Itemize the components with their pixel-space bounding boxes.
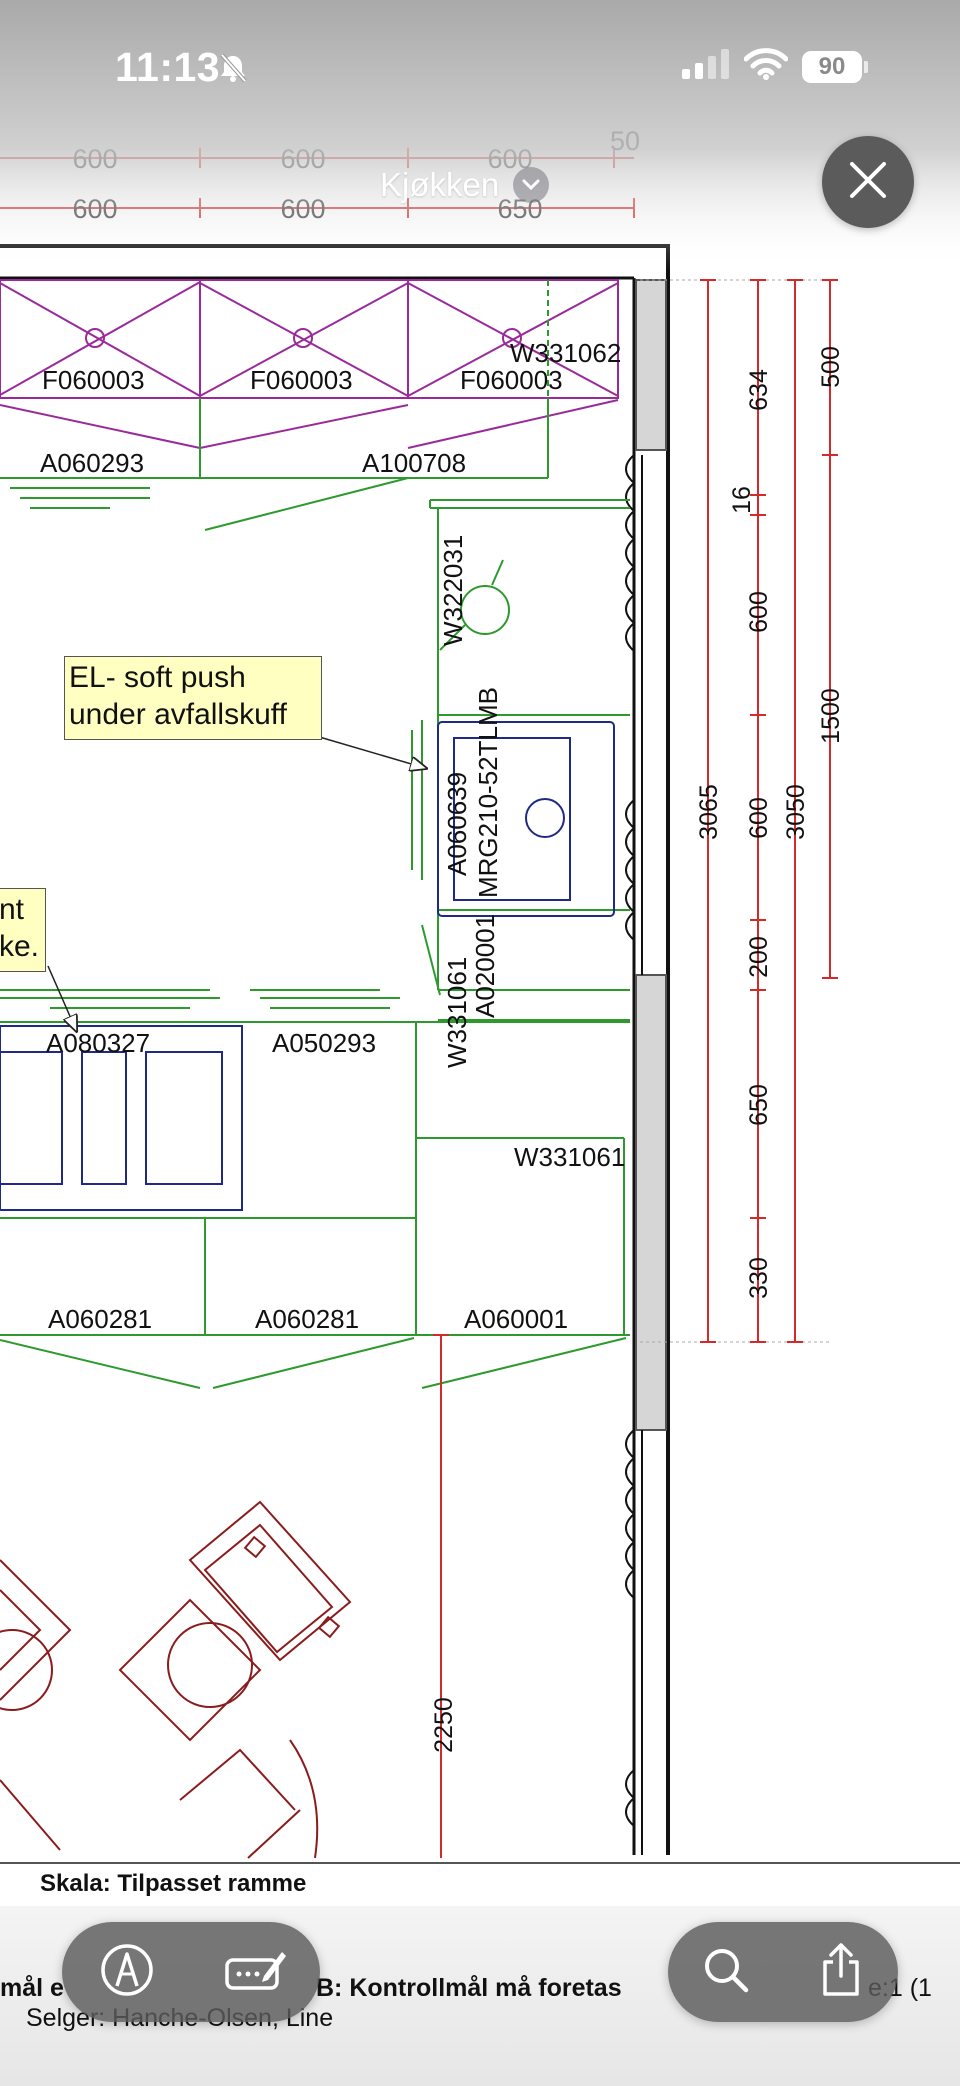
silent-bell-icon	[218, 52, 248, 89]
svg-text:650: 650	[745, 1084, 773, 1126]
callout-arrows	[47, 735, 425, 1030]
scale-bar: Skala: Tilpasset ramme	[0, 1862, 960, 1908]
svg-text:A060281: A060281	[48, 1304, 152, 1334]
svg-text:F060003: F060003	[460, 365, 563, 395]
svg-text:A060281: A060281	[255, 1304, 359, 1334]
edit-text-button[interactable]	[211, 1927, 301, 2017]
svg-text:600: 600	[745, 797, 773, 839]
callout-note-partial: nt ke.	[0, 888, 46, 972]
article-labels: F060003 F060003 F060003 W331062 A060293 …	[40, 338, 625, 1334]
right-dimension-labels: 634 16 600 600 200 650 330 3065 3050 500…	[430, 346, 845, 1753]
status-icons: 90	[680, 48, 868, 85]
footer-text-control: B: Kontrollmål må foretas	[316, 1974, 622, 2002]
svg-text:3050: 3050	[782, 784, 810, 840]
svg-text:A060293: A060293	[40, 448, 144, 478]
svg-text:634: 634	[745, 369, 773, 411]
note-line: ke.	[0, 930, 40, 963]
svg-text:MRG210-52TLMB: MRG210-52TLMB	[473, 687, 503, 898]
chevron-down-icon[interactable]	[513, 167, 550, 203]
cellular-signal-icon	[680, 49, 730, 84]
battery-level: 90	[802, 50, 862, 83]
markup-button[interactable]	[82, 1927, 172, 2017]
svg-text:A100708: A100708	[362, 448, 466, 478]
wifi-icon	[743, 48, 789, 85]
share-button[interactable]	[796, 1927, 886, 2017]
status-time: 11:13	[115, 44, 221, 90]
kitchen-floor-plan[interactable]: 600 600 600 50 600 600 650	[0, 0, 960, 1862]
base-cabinets	[0, 280, 630, 1389]
upper-cabinets	[0, 279, 619, 449]
callout-note-soft-push: EL- soft push under avfallskuff	[64, 656, 322, 740]
svg-text:1500: 1500	[817, 688, 845, 744]
appliances	[0, 721, 615, 1211]
svg-text:F060003: F060003	[250, 365, 353, 395]
svg-text:F060003: F060003	[42, 365, 145, 395]
svg-text:2250: 2250	[430, 1697, 458, 1753]
svg-text:W331062: W331062	[510, 338, 621, 368]
svg-text:200: 200	[745, 936, 773, 978]
note-line: under avfallskuff	[69, 698, 287, 731]
close-button[interactable]	[822, 136, 914, 228]
svg-text:16: 16	[728, 486, 756, 514]
svg-text:A060001: A060001	[464, 1304, 568, 1334]
svg-text:A020001: A020001	[470, 914, 500, 1018]
dimension-lines	[433, 279, 838, 1858]
svg-text:W331061: W331061	[514, 1142, 625, 1172]
svg-text:330: 330	[745, 1257, 773, 1299]
search-button[interactable]	[681, 1927, 771, 2017]
footer-text-left: mål e	[0, 1974, 64, 2002]
svg-text:A050293: A050293	[272, 1028, 376, 1058]
svg-text:600: 600	[745, 591, 773, 633]
curtains	[625, 454, 643, 1855]
svg-text:A080327: A080327	[46, 1028, 150, 1058]
svg-text:W331061: W331061	[442, 957, 472, 1068]
document-title: Kjøkken	[380, 166, 500, 203]
scale-label: Skala: Tilpasset ramme	[40, 1870, 307, 1897]
svg-text:3065: 3065	[695, 784, 723, 840]
actions-toolbar	[668, 1922, 898, 2022]
note-line: nt	[0, 893, 25, 926]
svg-text:A060639: A060639	[442, 772, 472, 876]
dining-furniture	[0, 1500, 352, 1859]
svg-text:W322031: W322031	[438, 535, 468, 646]
window-openings	[635, 279, 667, 1431]
note-line: EL- soft push	[69, 661, 246, 694]
markup-pen-icon	[99, 1942, 155, 2003]
battery-icon: 90	[802, 50, 868, 83]
status-bar: 11:13 90	[0, 0, 960, 140]
signature-edit-icon	[224, 1946, 288, 1999]
document-title-menu[interactable]: Kjøkken	[380, 160, 550, 210]
share-icon	[817, 1942, 865, 2003]
markup-toolbar	[62, 1922, 320, 2022]
search-icon	[701, 1945, 751, 2000]
close-icon	[848, 160, 888, 205]
svg-text:500: 500	[817, 346, 845, 388]
